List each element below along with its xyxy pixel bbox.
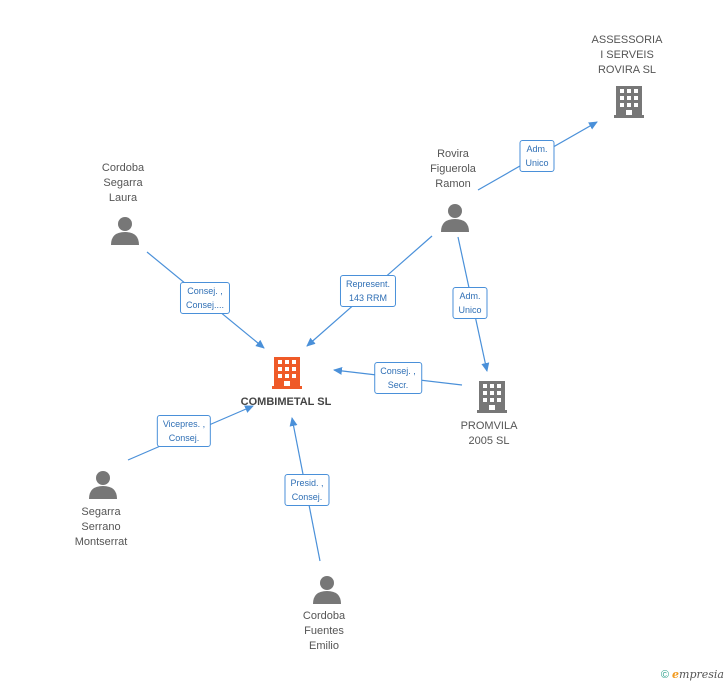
edge-label-line: Adm. — [526, 144, 548, 154]
node-label-montserrat[interactable]: Segarra Serrano Montserrat — [75, 505, 128, 550]
node-label-line: ROVIRA SL — [597, 64, 657, 76]
edge-label-line: Consej. , — [187, 286, 223, 296]
node-label-promvila[interactable]: PROMVILA 2005 SL — [461, 419, 518, 449]
brand-logo[interactable]: empresia — [672, 668, 724, 681]
edge-label-line: Consej. — [168, 433, 200, 443]
node-label-line: PROMVILA — [460, 420, 518, 432]
edge-label-line: Represent. — [345, 279, 391, 289]
node-label-line: I SERVEIS — [600, 49, 654, 61]
person-icon-rovira[interactable] — [440, 202, 470, 232]
edge-label-laura-combimetal[interactable]: Consej. , Consej.... — [179, 282, 231, 314]
edge-label-line: Vicepres. , — [162, 419, 206, 429]
edge-label-line: Consej.... — [185, 300, 225, 310]
footer-brand: ©empresia — [661, 668, 724, 681]
node-label-line: Ramon — [435, 178, 471, 190]
node-label-line: Figuerola — [430, 163, 476, 175]
node-label-combimetal[interactable]: COMBIMETAL SL — [241, 395, 332, 410]
person-icon-laura[interactable] — [110, 215, 140, 245]
node-label-line: ASSESSORIA — [591, 34, 663, 46]
edge-label-montserrat-combimetal[interactable]: Vicepres. , Consej. — [156, 415, 212, 447]
node-label-line: Segarra — [103, 177, 143, 189]
brand-initial: e — [672, 668, 680, 681]
node-label-rovira[interactable]: Rovira Figuerola Ramon — [430, 147, 476, 192]
edge-label-rovira-promvila[interactable]: Adm. Unico — [452, 287, 488, 319]
node-label-laura[interactable]: Cordoba Segarra Laura — [102, 161, 144, 206]
edge-label-line: Consej. — [291, 492, 323, 502]
edge-label-line: 143 RRM — [348, 293, 387, 303]
node-label-line: 2005 SL — [468, 435, 510, 447]
node-label-line: Serrano — [81, 521, 121, 533]
node-label-line: Laura — [108, 192, 138, 204]
person-icon-montserrat[interactable] — [88, 469, 118, 499]
edge-label-line: Presid. , — [290, 478, 324, 488]
node-label-line: Montserrat — [74, 536, 128, 548]
node-label-line: Fuentes — [304, 625, 344, 637]
node-label-line: Segarra — [81, 506, 121, 518]
edge-label-promvila-combimetal[interactable]: Consej. , Secr. — [374, 362, 422, 394]
edge-label-rovira-combimetal[interactable]: Represent. 143 RRM — [339, 275, 397, 307]
edge-label-line: Unico — [525, 158, 549, 168]
node-label-line: Emilio — [309, 640, 339, 652]
edge-label-line: Consej. , — [380, 366, 416, 376]
building-icon-promvila[interactable] — [477, 379, 507, 413]
node-label-line: Cordoba — [101, 162, 145, 174]
person-icon-emilio[interactable] — [312, 574, 342, 604]
building-icon-assessoria[interactable] — [614, 84, 644, 118]
edge-label-line: Secr. — [387, 380, 409, 390]
edge-label-line: Unico — [458, 305, 482, 315]
node-label-emilio[interactable]: Cordoba Fuentes Emilio — [303, 609, 345, 654]
building-icon-main[interactable] — [272, 355, 302, 389]
edge-label-line: Adm. — [459, 291, 481, 301]
copyright-symbol: © — [660, 669, 670, 681]
node-label-line: Rovira — [437, 148, 469, 160]
brand-name: mpresia — [679, 668, 724, 681]
edge-label-emilio-combimetal[interactable]: Presid. , Consej. — [284, 474, 330, 506]
node-label-line: COMBIMETAL SL — [240, 396, 332, 408]
node-label-assessoria[interactable]: ASSESSORIA I SERVEIS ROVIRA SL — [592, 33, 663, 78]
node-label-line: Cordoba — [302, 610, 346, 622]
edges — [127, 121, 598, 562]
edge-label-rovira-assessoria[interactable]: Adm. Unico — [519, 140, 555, 172]
